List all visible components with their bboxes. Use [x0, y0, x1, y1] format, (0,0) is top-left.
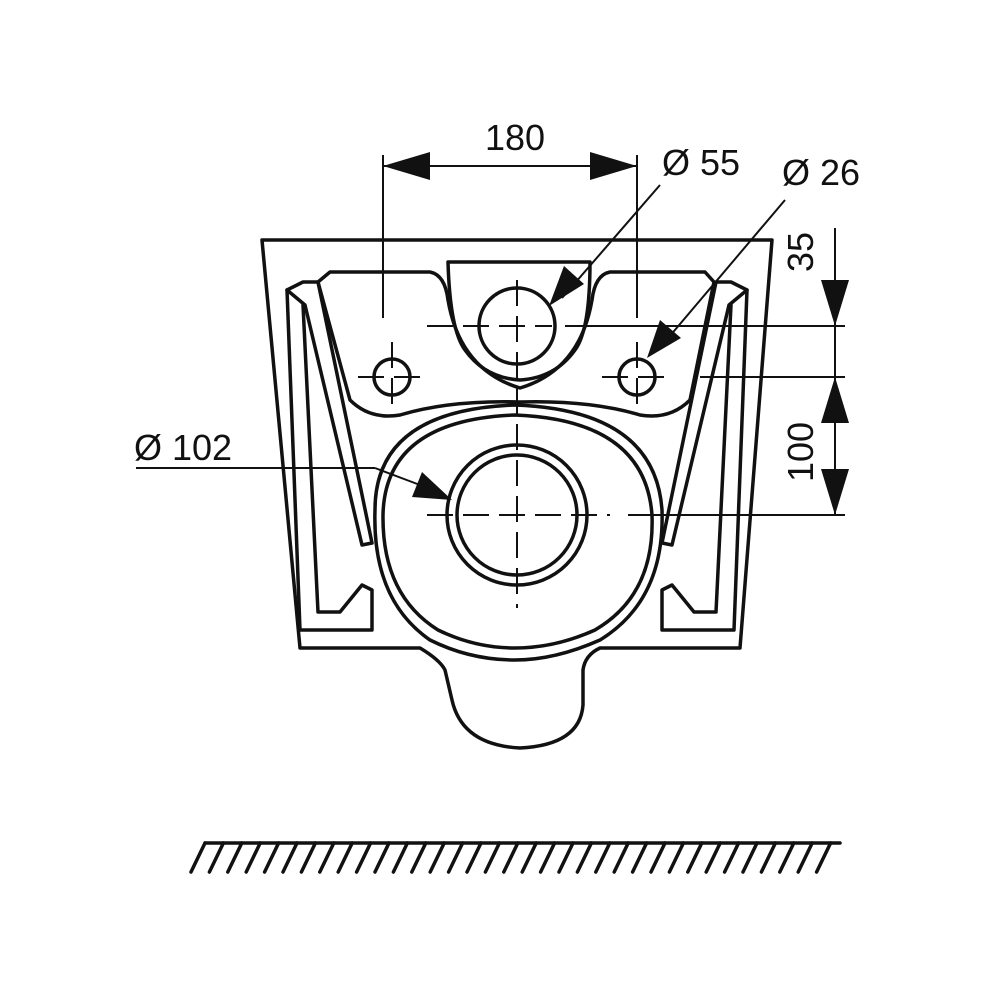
hatch-stroke [299, 841, 318, 874]
dim-100-top-arrow [821, 377, 849, 423]
hatch-stroke [594, 841, 612, 874]
hatch-stroke [502, 841, 520, 874]
dim-55-arrow [549, 266, 584, 306]
hatch-stroke [538, 841, 557, 874]
hatch-stroke [354, 841, 373, 874]
hatch-stroke [483, 841, 502, 874]
hatch-stroke [722, 841, 741, 874]
hatch-stroke [226, 841, 244, 874]
left-flange [285, 280, 374, 547]
hatch-stroke [446, 841, 465, 874]
hatch-stroke [520, 841, 538, 874]
dim-100-bottom-arrow [821, 469, 849, 515]
body-outline [260, 238, 774, 750]
dim-55-label: Ø 55 [662, 142, 740, 183]
hatch-stroke [428, 841, 446, 874]
hatch-stroke [575, 841, 594, 874]
hatch-stroke [465, 841, 483, 874]
dim-100-label: 100 [780, 422, 821, 482]
hatch-stroke [207, 841, 226, 874]
hatch-stroke [612, 841, 630, 874]
dim-102-leader-angle [374, 467, 421, 486]
dim-26-label: Ø 26 [782, 152, 860, 193]
right-lower-cavity [660, 288, 749, 632]
hatch-stroke [686, 841, 704, 874]
hatch-stroke [557, 841, 575, 874]
hatch-stroke [759, 841, 778, 874]
hatch-stroke [778, 841, 796, 874]
dim-35-label: 35 [780, 232, 821, 272]
hatch-stroke [373, 841, 391, 874]
hatch-stroke [630, 841, 649, 874]
hatch-stroke [814, 841, 833, 874]
hatch-stroke [391, 841, 410, 874]
dim-180-left-arrow [383, 152, 430, 180]
dim-26-arrow [647, 320, 681, 358]
bowl-inner-rim [381, 413, 654, 650]
hatch-stroke [649, 841, 667, 874]
hatch-stroke [410, 841, 428, 874]
dim-102-arrow [412, 472, 452, 500]
dim-102-label: Ø 102 [134, 427, 232, 468]
hatch-stroke [667, 841, 686, 874]
hatch-stroke [262, 841, 281, 874]
hatch-stroke [741, 841, 759, 874]
bowl-rim [373, 403, 664, 662]
dim-180-right-arrow [590, 152, 637, 180]
hatch-stroke [336, 841, 354, 874]
floor-hatching [189, 841, 833, 874]
dim-180-label: 180 [485, 117, 545, 158]
hatch-stroke [796, 841, 814, 874]
dim-35-top-arrow [821, 280, 849, 326]
outlet-neck [446, 260, 592, 382]
hatch-stroke [189, 841, 207, 874]
left-lower-cavity [285, 288, 374, 632]
hatch-stroke [281, 841, 299, 874]
hatch-stroke [704, 841, 722, 874]
hatch-stroke [244, 841, 262, 874]
hatch-stroke [318, 841, 336, 874]
